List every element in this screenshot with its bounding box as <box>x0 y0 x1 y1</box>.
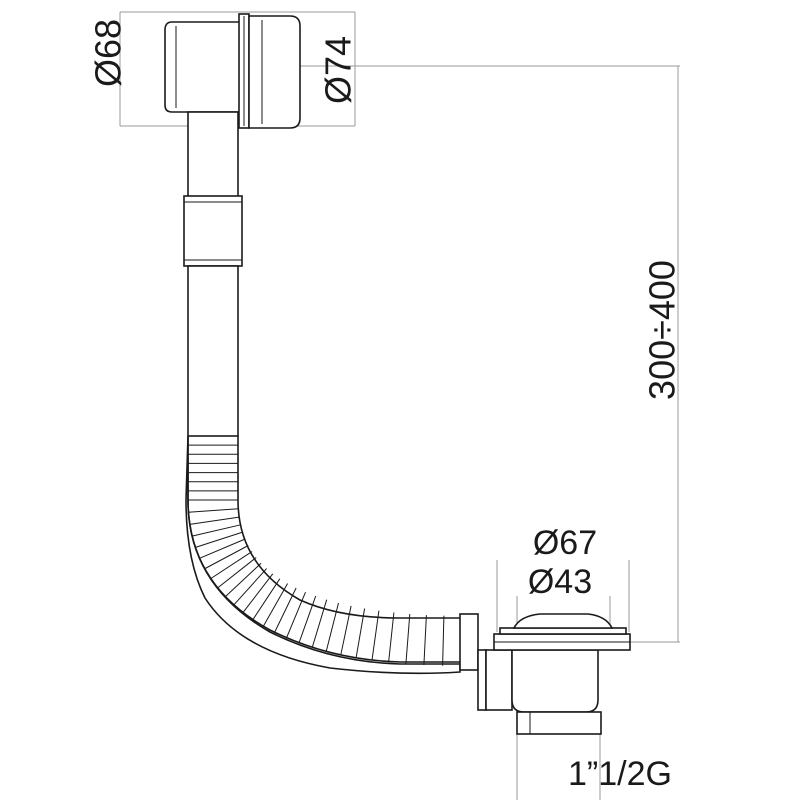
waste-outer-diameter-label: Ø67 <box>533 524 597 562</box>
hose-rib <box>285 592 306 639</box>
hose-rib <box>194 531 243 548</box>
outlet-thread-label: 1”1/2G <box>568 755 672 793</box>
waste-body <box>459 613 631 735</box>
hose-rib <box>442 615 445 666</box>
hose-rib <box>224 562 262 598</box>
hose-rib <box>405 613 411 664</box>
hose-rib <box>325 602 339 652</box>
overflow-head <box>164 13 301 129</box>
hose-rib <box>311 599 328 648</box>
hose-rib <box>241 573 274 614</box>
hose-rib <box>251 578 281 621</box>
hose-rib <box>199 538 246 559</box>
hose-rib <box>262 583 289 628</box>
hose-rib <box>216 557 257 589</box>
hose-rib <box>232 568 267 607</box>
height-range-label: 300÷400 <box>642 260 683 400</box>
flexible-hose <box>185 435 463 675</box>
hose-rib <box>371 610 380 661</box>
hose-rib <box>355 608 366 658</box>
hose-rib <box>388 612 395 663</box>
hose-rib <box>209 551 253 580</box>
hose-rib <box>423 615 427 666</box>
overflow-outer-diameter-label: Ø74 <box>318 36 359 104</box>
hose-rib <box>298 595 317 644</box>
waste-inner-diameter-label: Ø43 <box>528 563 592 601</box>
hose-corrugation-ribs <box>188 435 463 667</box>
hose-rib <box>340 605 352 655</box>
hose-rib <box>203 545 249 570</box>
hose-rib <box>273 587 297 634</box>
overflow-inner-diameter-label: Ø68 <box>88 19 129 87</box>
overflow-pipe <box>183 111 243 437</box>
hose-rib <box>191 524 241 537</box>
hose-rib <box>188 508 239 513</box>
hose-rib <box>189 516 240 525</box>
